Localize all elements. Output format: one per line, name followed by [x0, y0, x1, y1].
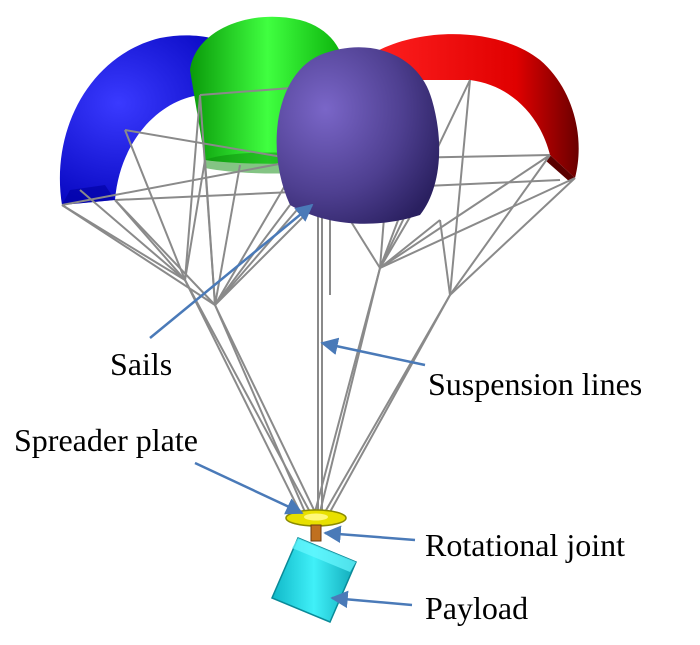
- rotational-joint: [310, 524, 322, 542]
- spreader-plate: [285, 509, 347, 527]
- rotational-joint-label: Rotational joint: [425, 527, 625, 563]
- rotational-joint-arrow: [323, 525, 416, 543]
- suspension-lines-label: Suspension lines: [428, 366, 643, 402]
- annotation-arrows: [149, 203, 426, 609]
- canopy-purple: [276, 47, 440, 224]
- payload-arrow: [330, 590, 413, 609]
- payload-box: [271, 537, 357, 623]
- payload-label: Payload: [425, 590, 529, 626]
- spreader-plate-arrow: [194, 461, 304, 515]
- sails-arrow: [149, 203, 314, 339]
- sails-label: Sails: [110, 346, 173, 382]
- spreader-plate-label: Spreader plate: [14, 422, 198, 458]
- suspension-lines-arrow: [320, 337, 426, 367]
- canopy-red: [370, 34, 579, 182]
